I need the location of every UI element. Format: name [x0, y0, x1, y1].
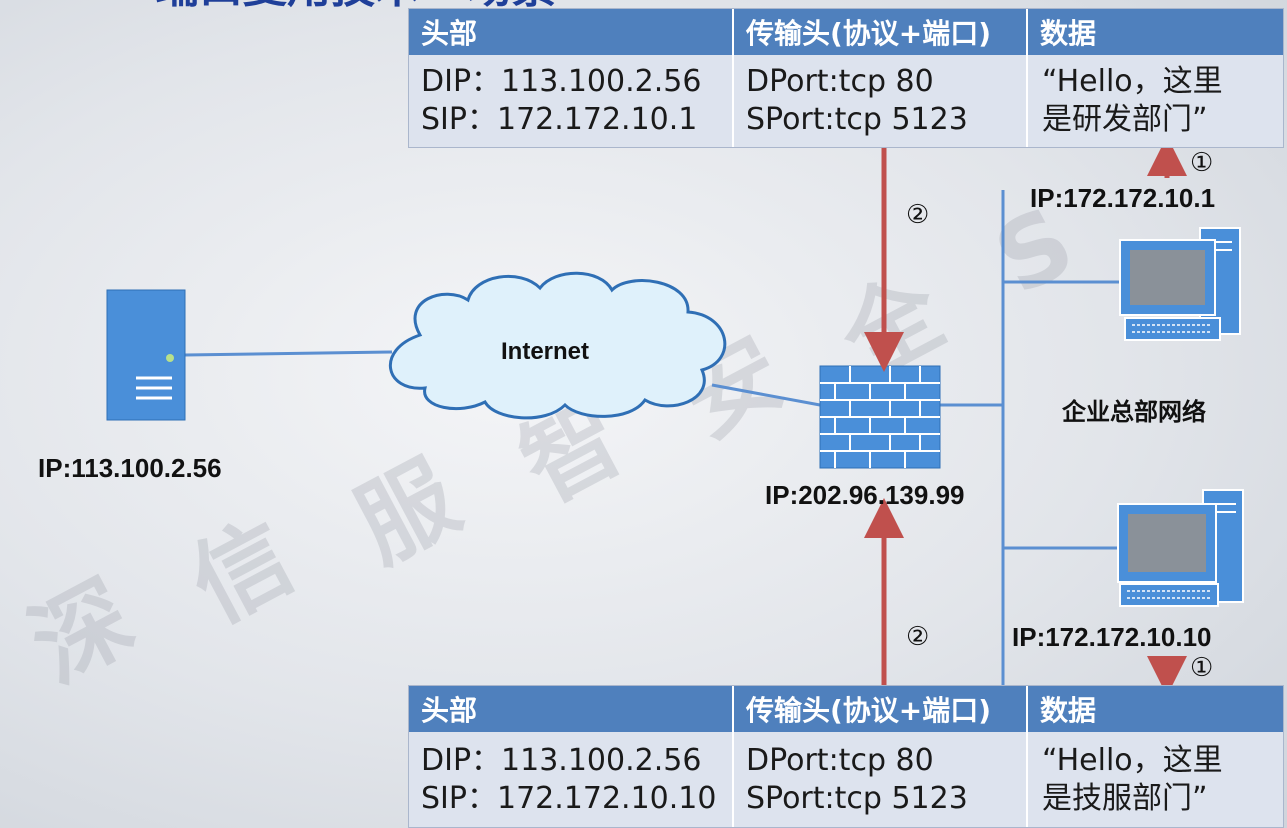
packet-body-row: DIP：113.100.2.56 SIP：172.172.10.10 DPort… [409, 732, 1283, 827]
header-cell-transport: 传输头(协议+端口) [734, 686, 1028, 732]
packet-table-top: 头部 传输头(协议+端口) 数据 DIP：113.100.2.56 SIP：17… [408, 8, 1284, 148]
pc-top-ip-label: IP:172.172.10.1 [1030, 183, 1216, 213]
data-cell: “Hello，这里 是研发部门” [1028, 55, 1283, 147]
header-cell-ip: 头部 [409, 9, 734, 55]
header-cell-transport: 传输头(协议+端口) [734, 9, 1028, 55]
data-cell: “Hello，这里 是技服部门” [1028, 732, 1283, 827]
server-cloud-link [184, 350, 393, 357]
dport-value: DPort:tcp 80 [746, 64, 934, 99]
pc-top-icon [1119, 227, 1241, 341]
data-line: “Hello，这里 [1042, 742, 1223, 778]
packet-table-bottom: 头部 传输头(协议+端口) 数据 DIP：113.100.2.56 SIP：17… [408, 685, 1284, 828]
step-1-bottom: ① [1190, 653, 1214, 683]
step-2-bottom: ② [906, 622, 930, 652]
data-line: 是技服部门” [1042, 780, 1208, 816]
dip-value: DIP：113.100.2.56 [421, 64, 702, 99]
dip-value: DIP：113.100.2.56 [421, 742, 702, 778]
packet-header-row: 头部 传输头(协议+端口) 数据 [409, 9, 1283, 55]
step-1-top: ① [1190, 148, 1214, 178]
header-cell-ip: 头部 [409, 686, 734, 732]
firewall-icon [819, 365, 941, 469]
cloud-firewall-link [711, 383, 821, 407]
packet-header-row: 头部 传输头(协议+端口) 数据 [409, 686, 1283, 732]
network-label: 企业总部网络 [1062, 398, 1206, 426]
sip-value: SIP：172.172.10.1 [421, 102, 698, 137]
header-cell-data: 数据 [1040, 17, 1097, 50]
sport-value: SPort:tcp 5123 [746, 780, 968, 816]
ip-cell: DIP：113.100.2.56 SIP：172.172.10.10 [409, 732, 734, 827]
step-2-top: ② [906, 200, 930, 230]
server-icon [106, 289, 186, 421]
packet-body-row: DIP：113.100.2.56 SIP：172.172.10.1 DPort:… [409, 55, 1283, 147]
page-title: 端口复用技术 - 场景 [155, 0, 556, 10]
ip-cell: DIP：113.100.2.56 SIP：172.172.10.1 [409, 55, 734, 147]
data-line: “Hello，这里 [1042, 64, 1223, 99]
port-cell: DPort:tcp 80 SPort:tcp 5123 [734, 732, 1028, 827]
cloud-icon [389, 271, 727, 420]
pc-bottom-icon [1117, 489, 1244, 607]
firewall-ip-label: IP:202.96.139.99 [765, 480, 965, 510]
internet-label: Internet [501, 338, 590, 365]
data-line: 是研发部门” [1042, 102, 1208, 137]
server-ip-label: IP:113.100.2.56 [38, 453, 222, 483]
dport-value: DPort:tcp 80 [746, 742, 934, 778]
sip-value: SIP：172.172.10.10 [421, 780, 717, 816]
sport-value: SPort:tcp 5123 [746, 102, 968, 137]
header-cell-data: 数据 [1040, 694, 1097, 727]
pc-bottom-ip-label: IP:172.172.10.10 [1012, 622, 1212, 652]
port-cell: DPort:tcp 80 SPort:tcp 5123 [734, 55, 1028, 147]
